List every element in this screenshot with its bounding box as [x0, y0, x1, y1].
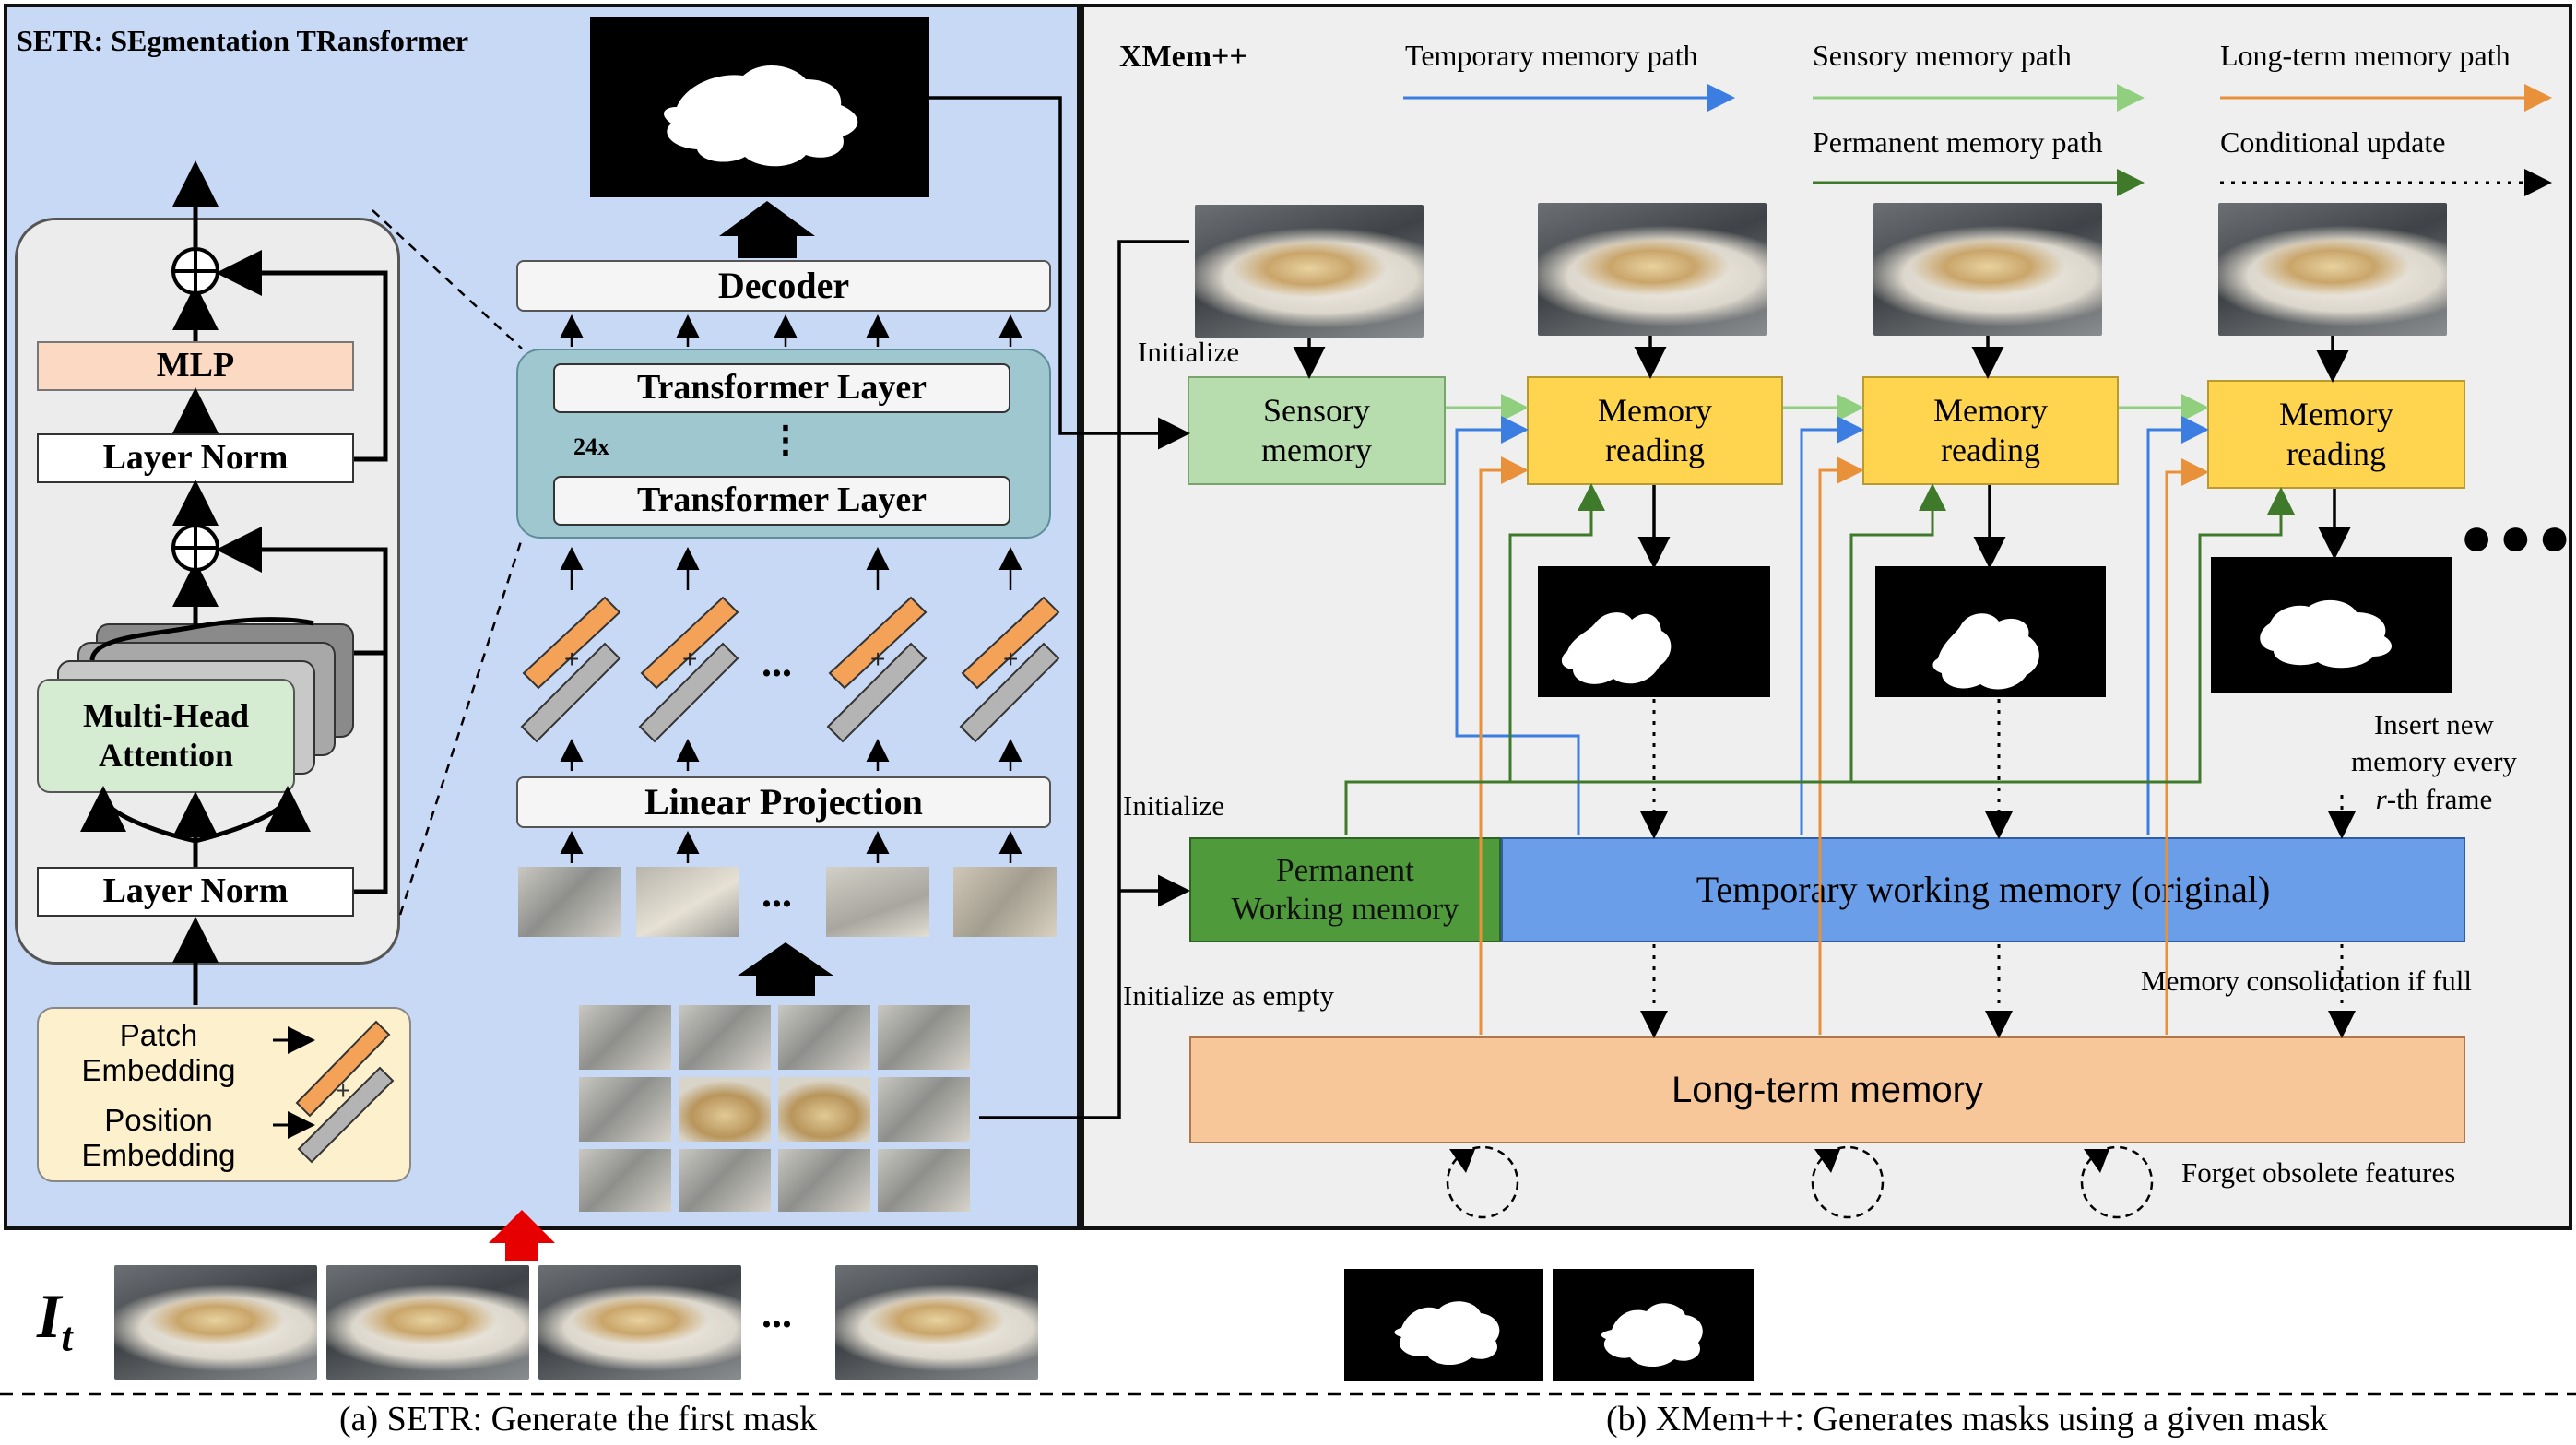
input-red-arrow [489, 1210, 555, 1261]
input-frame [114, 1265, 317, 1380]
video-frame [1538, 203, 1767, 336]
xmem-title: XMem++ [1119, 40, 1247, 74]
image-patch [679, 1005, 771, 1070]
svg-text:+: + [682, 645, 697, 673]
video-frame [1195, 205, 1424, 338]
setr-title: SETR: SEgmentation TRansformer [17, 24, 469, 57]
image-patch [579, 1149, 671, 1212]
mask-shapes [1394, 599, 2393, 1368]
longterm-path [1479, 456, 2209, 1035]
flattened-patch [518, 867, 621, 937]
consolidation-note: Memory consolidation if full [2141, 965, 2473, 997]
embedding-box [37, 1007, 411, 1182]
more-frames-ellipsis: ●●● [2460, 506, 2576, 567]
transformer-layer-top: Transformer Layer [553, 363, 1010, 413]
upsample-arrow [719, 201, 815, 258]
patchify-arrow [738, 942, 833, 996]
setr-to-xmem [929, 96, 2351, 1119]
input-frame [835, 1265, 1038, 1380]
position-embedding-label: Position Embedding [81, 1103, 236, 1172]
repeat-count: 24x [573, 433, 609, 460]
video-frame [2218, 203, 2447, 336]
legend-temporary: Temporary memory path [1405, 39, 1698, 72]
image-patch [679, 1077, 771, 1142]
vertical-dots: ⋮ [767, 419, 804, 460]
linear-projection-box: Linear Projection [516, 776, 1051, 828]
long-term-memory: Long-term memory [1189, 1036, 2465, 1143]
svg-text:+: + [564, 645, 579, 673]
zoom-lines [372, 209, 524, 916]
embedding-legend-icon: + [273, 1020, 395, 1164]
forget-arrowheads [1449, 1149, 2109, 1173]
image-patch [778, 1005, 870, 1070]
caption-a: (a) SETR: Generate the first mask [339, 1400, 818, 1439]
legend-sensory: Sensory memory path [1813, 39, 2072, 72]
legend-longterm: Long-term memory path [2220, 39, 2511, 72]
svg-text:+: + [1003, 645, 1018, 673]
sensory-memory-box: Sensory memory [1188, 376, 1446, 485]
image-patch [579, 1077, 671, 1142]
frame-symbol: It [37, 1281, 73, 1360]
image-patch-grid [575, 1001, 977, 1215]
memory-reading-box-3: Memory reading [2207, 380, 2465, 489]
flattened-patch [953, 867, 1057, 937]
memory-reading-box-2: Memory reading [1862, 376, 2119, 485]
image-patch [679, 1149, 771, 1212]
temporary-path [1455, 416, 2209, 835]
legend-permanent: Permanent memory path [1813, 125, 2103, 159]
image-patch [778, 1077, 870, 1142]
caption-b: (b) XMem++: Generates masks using a give… [1606, 1400, 2328, 1439]
svg-text:+: + [870, 645, 885, 673]
initialize-empty-label: Initialize as empty [1123, 979, 1334, 1012]
multi-head-attention: Multi-Head Attention [37, 679, 295, 793]
legend-conditional: Conditional update [2220, 125, 2446, 159]
memory-reading-box-1: Memory reading [1527, 376, 1783, 485]
token-arrows [560, 314, 1022, 863]
transformer-layer-bottom: Transformer Layer [553, 476, 1010, 526]
initialize-label-top: Initialize [1138, 336, 1240, 368]
image-patch [878, 1149, 970, 1212]
image-patch [778, 1149, 870, 1212]
frames-ellipsis: ... [762, 1291, 792, 1336]
forget-note: Forget obsolete features [2181, 1156, 2456, 1189]
video-frame [1873, 203, 2102, 336]
flattened-patch [636, 867, 739, 937]
temporary-working-memory: Temporary working memory (original) [1501, 837, 2465, 942]
residual-add [171, 247, 219, 572]
encoder-flow [80, 160, 388, 1005]
image-patch [579, 1005, 671, 1070]
image-patch [878, 1005, 970, 1070]
input-frame [326, 1265, 529, 1380]
embedding-ellipsis: ... [762, 640, 792, 685]
patch-embedding-label: Patch Embedding [81, 1018, 236, 1087]
input-frame [538, 1265, 741, 1380]
permanent-path [1344, 483, 2295, 835]
mlp-box: MLP [37, 341, 354, 391]
flattened-patch [826, 867, 929, 937]
image-patch [878, 1077, 970, 1142]
svg-text:+: + [336, 1076, 350, 1105]
layer-norm-bottom: Layer Norm [37, 867, 354, 917]
forget-cycles [1446, 1145, 2154, 1219]
decoder-box: Decoder [516, 260, 1051, 312]
patch-ellipsis: ... [762, 871, 792, 916]
permanent-working-memory: Permanent Working memory [1189, 837, 1501, 942]
conditional-updates [1640, 699, 2356, 1038]
insert-memory-note: Insert new memory every r-th frame [2351, 708, 2517, 815]
setr-mask-shape [664, 65, 858, 167]
initialize-label-middle: Initialize [1123, 789, 1225, 822]
embedding-bars: + + + + [520, 596, 1060, 743]
